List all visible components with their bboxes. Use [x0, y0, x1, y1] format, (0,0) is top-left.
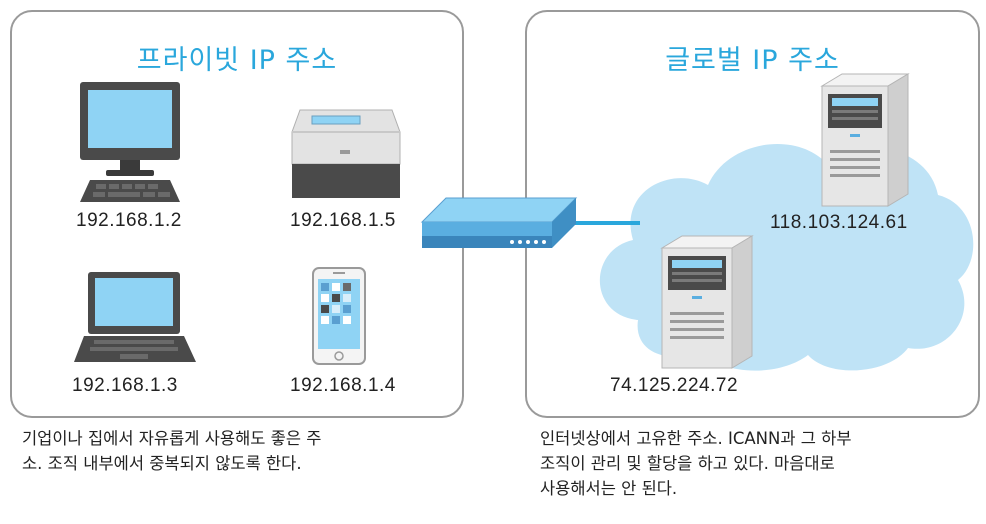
device-ip-label: 192.168.1.2 — [76, 210, 182, 231]
caption-line: 사용해서는 안 된다. — [540, 479, 678, 498]
private-ip-caption: 기업이나 집에서 자유롭게 사용해도 좋은 주 소. 조직 내부에서 중복되지 … — [22, 426, 462, 476]
caption-line: 인터넷상에서 고유한 주소. ICANN과 그 하부 — [540, 429, 852, 448]
server-ip-label: 74.125.224.72 — [610, 375, 739, 396]
private-ip-title: 프라이빗 IP 주소 — [136, 45, 338, 76]
device-ip-label: 192.168.1.5 — [290, 210, 396, 231]
device-ip-label: 192.168.1.3 — [72, 375, 178, 396]
caption-line: 조직이 관리 및 할당을 하고 있다. 마음대로 — [540, 454, 835, 473]
device-ip-label: 192.168.1.4 — [290, 375, 396, 396]
internet-cloud-icon — [599, 143, 974, 371]
connection-line — [570, 221, 640, 225]
desktop-computer-icon — [80, 82, 180, 202]
printer-icon — [291, 109, 401, 198]
server-icon — [660, 235, 754, 369]
server-ip-label: 118.103.124.61 — [770, 212, 908, 233]
router-icon — [420, 197, 578, 248]
server-icon — [820, 73, 910, 207]
global-ip-title: 글로벌 IP 주소 — [665, 45, 840, 76]
caption-line: 소. 조직 내부에서 중복되지 않도록 한다. — [22, 454, 302, 473]
smartphone-icon — [312, 267, 366, 365]
laptop-icon — [74, 272, 196, 362]
global-ip-caption: 인터넷상에서 고유한 주소. ICANN과 그 하부 조직이 관리 및 할당을 … — [540, 426, 970, 501]
caption-line: 기업이나 집에서 자유롭게 사용해도 좋은 주 — [22, 429, 322, 448]
